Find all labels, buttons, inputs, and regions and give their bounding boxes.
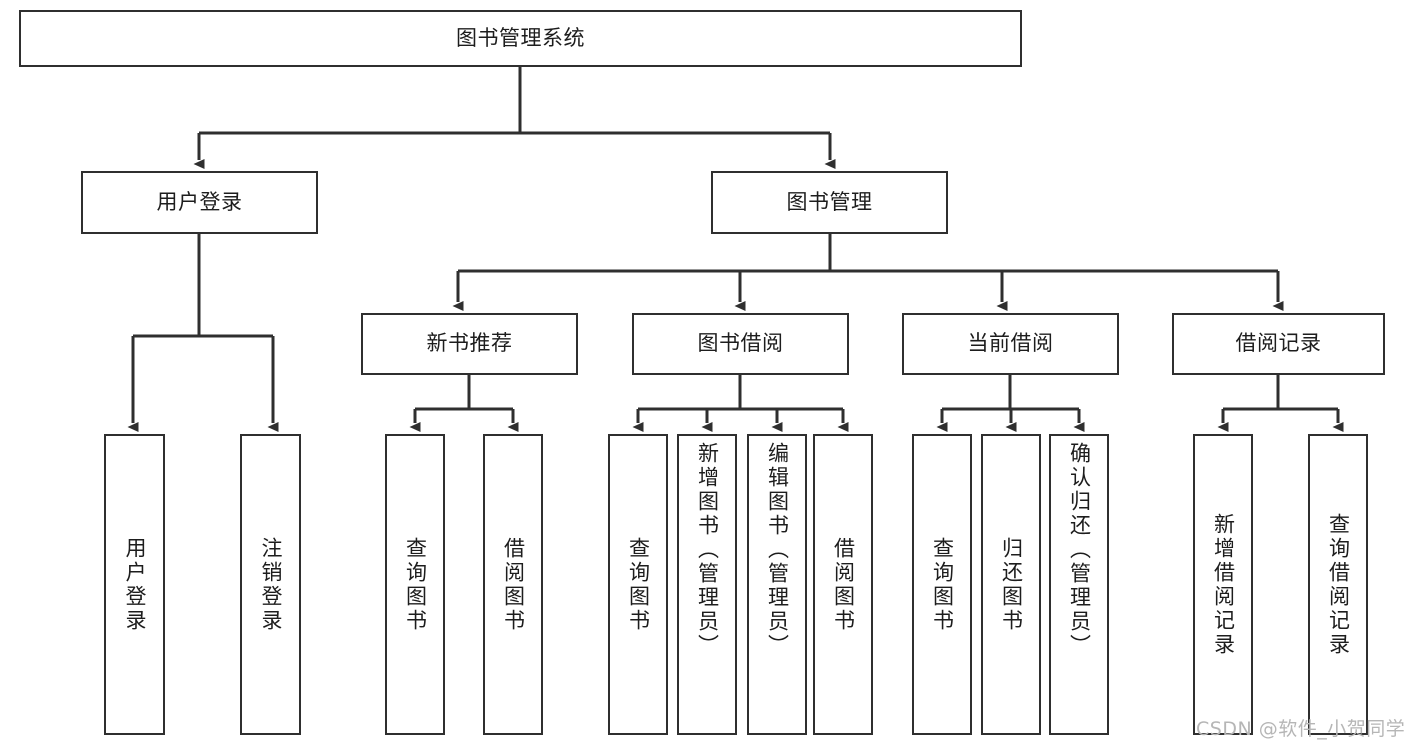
- node-leaf-borrow-book-1-label: 借阅图书: [501, 536, 526, 633]
- node-leaf-add-book-label: 新增图书（管理员）: [695, 442, 720, 658]
- node-leaf-borrow-book-1[interactable]: 借阅图书: [483, 434, 543, 735]
- node-leaf-borrow-book-2[interactable]: 借阅图书: [813, 434, 873, 735]
- node-leaf-query-book-2[interactable]: 查询图书: [608, 434, 668, 735]
- node-book-borrow[interactable]: 图书借阅: [632, 313, 849, 375]
- node-book-management-label: 图书管理: [786, 189, 873, 214]
- csdn-watermark: CSDN @软件_小贺同学: [1196, 718, 1405, 740]
- node-root[interactable]: 图书管理系统: [19, 10, 1022, 67]
- node-leaf-query-book-1[interactable]: 查询图书: [385, 434, 445, 735]
- node-leaf-edit-book[interactable]: 编辑图书（管理员）: [747, 434, 807, 735]
- node-leaf-return-book[interactable]: 归还图书: [981, 434, 1041, 735]
- node-leaf-user-login-label: 用户登录: [123, 536, 147, 633]
- node-book-borrow-label: 图书借阅: [697, 331, 784, 356]
- node-leaf-user-logout[interactable]: 注销登录: [240, 434, 301, 735]
- node-leaf-user-login[interactable]: 用户登录: [104, 434, 165, 735]
- node-leaf-query-book-3-label: 查询图书: [930, 536, 955, 633]
- node-new-book-recommend-label: 新书推荐: [426, 331, 513, 356]
- node-current-borrow-label: 当前借阅: [967, 331, 1054, 356]
- node-user-login-label: 用户登录: [156, 189, 243, 214]
- node-leaf-query-book-2-label: 查询图书: [626, 536, 651, 633]
- node-leaf-return-book-label: 归还图书: [999, 536, 1024, 633]
- node-leaf-user-logout-label: 注销登录: [259, 536, 283, 633]
- node-new-book-recommend[interactable]: 新书推荐: [361, 313, 578, 375]
- node-leaf-add-book[interactable]: 新增图书（管理员）: [677, 434, 737, 735]
- node-leaf-confirm-return[interactable]: 确认归还（管理员）: [1049, 434, 1109, 735]
- node-current-borrow[interactable]: 当前借阅: [902, 313, 1119, 375]
- node-user-login[interactable]: 用户登录: [81, 171, 318, 234]
- node-leaf-query-book-1-label: 查询图书: [403, 536, 428, 633]
- node-borrow-record-label: 借阅记录: [1235, 331, 1322, 356]
- node-leaf-confirm-return-label: 确认归还（管理员）: [1067, 442, 1092, 658]
- node-leaf-add-record[interactable]: 新增借阅记录: [1193, 434, 1253, 735]
- node-leaf-add-record-label: 新增借阅记录: [1211, 512, 1236, 657]
- node-leaf-query-book-3[interactable]: 查询图书: [912, 434, 972, 735]
- node-leaf-query-record-label: 查询借阅记录: [1326, 512, 1351, 657]
- node-borrow-record[interactable]: 借阅记录: [1172, 313, 1385, 375]
- node-leaf-edit-book-label: 编辑图书（管理员）: [765, 442, 790, 658]
- node-leaf-query-record[interactable]: 查询借阅记录: [1308, 434, 1368, 735]
- node-leaf-borrow-book-2-label: 借阅图书: [831, 536, 856, 633]
- node-root-label: 图书管理系统: [456, 25, 585, 50]
- node-book-management[interactable]: 图书管理: [711, 171, 948, 234]
